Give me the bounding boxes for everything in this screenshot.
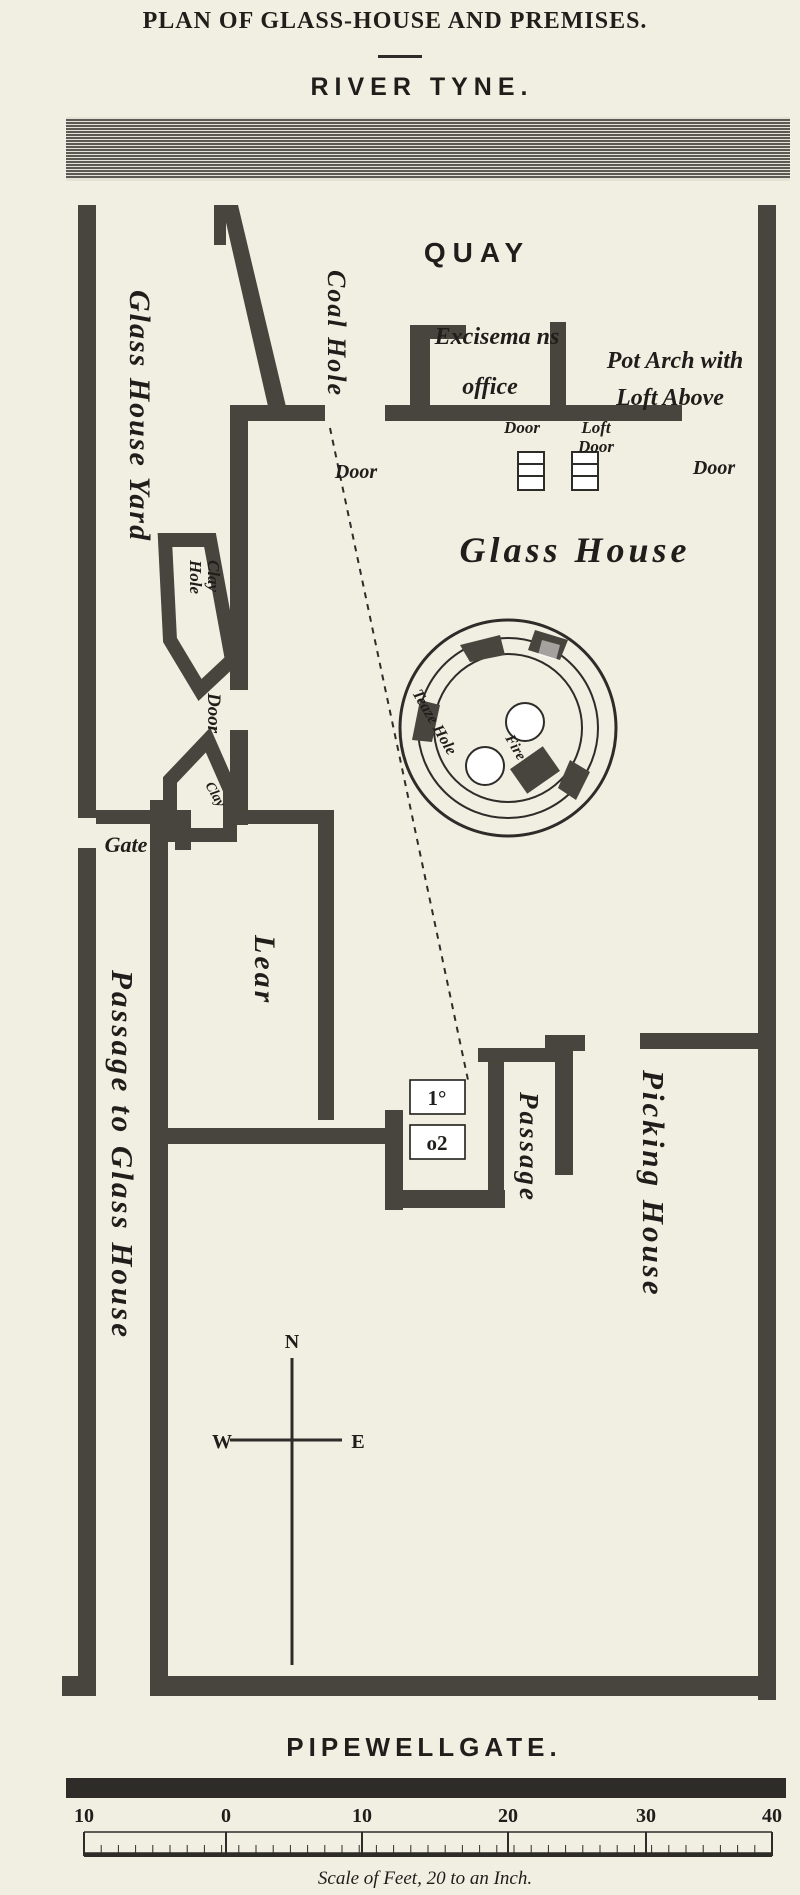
door-openings: [78, 405, 742, 848]
picking-house-label: Picking House: [636, 1069, 671, 1298]
loft-door-label-2: Door: [577, 437, 614, 456]
scale-caption: Scale of Feet, 20 to an Inch.: [318, 1868, 532, 1889]
scale-tick-label: 10: [352, 1805, 372, 1827]
river-tyne: [66, 117, 790, 181]
box-1: [409, 1079, 466, 1115]
gate-label: Gate: [105, 832, 148, 857]
loft-door-label-1: Loft: [580, 418, 612, 437]
compass-rose: N W E: [212, 1331, 365, 1665]
door-label-clay: Door: [203, 692, 224, 734]
street-band: [66, 1778, 786, 1798]
clay-hole-label-2: Hole: [186, 559, 205, 594]
river-tyne-label: RIVER TYNE.: [311, 73, 534, 101]
scale-tick-label: 20: [498, 1805, 518, 1827]
door-label-east: Door: [692, 457, 735, 479]
quay-label: QUAY: [424, 237, 530, 268]
passage-to-glass-house-label: Passage to Glass House: [105, 969, 140, 1340]
compass-east: E: [351, 1431, 364, 1453]
pot-arch-label-2: Loft Above: [615, 385, 724, 411]
scale-tick-label: 0: [221, 1805, 231, 1827]
door-label-coal: Door: [334, 461, 377, 483]
plan-title: PLAN OF GLASS-HOUSE AND PREMISES.: [143, 8, 648, 34]
door-label-office: Door: [503, 418, 540, 437]
glass-furnace: [398, 618, 618, 838]
scale-tick-label: 40: [762, 1805, 782, 1827]
pipewellgate-label: PIPEWELLGATE.: [286, 1732, 561, 1762]
excisemans-office-label-1: Excisema ns: [434, 324, 560, 350]
glass-house-yard-label: Glass House Yard: [123, 290, 156, 542]
box-1-label: 1°: [428, 1086, 447, 1110]
lear-label: Lear: [248, 934, 281, 1005]
scale-tick-label: 30: [636, 1805, 656, 1827]
box-2-label: o2: [427, 1131, 448, 1155]
coal-hole-label: Coal Hole: [322, 270, 351, 397]
pot-arch-label-1: Pot Arch with: [606, 348, 743, 374]
scale-tick-label: 10: [74, 1805, 94, 1827]
glass-house-label: Glass House: [459, 530, 690, 570]
compass-north: N: [285, 1331, 300, 1353]
dashed-path: [329, 427, 469, 1081]
clay-hole-label-1: Clay: [204, 560, 223, 593]
building-walls: [62, 205, 776, 1700]
compass-west: W: [212, 1431, 232, 1453]
excisemans-office-label-2: office: [462, 374, 518, 400]
scale-bar: [83, 1831, 773, 1857]
loft-door-steps: [517, 451, 599, 491]
passage-label: Passage: [514, 1091, 544, 1203]
title-rule: [378, 55, 422, 58]
box-2: [409, 1124, 466, 1160]
